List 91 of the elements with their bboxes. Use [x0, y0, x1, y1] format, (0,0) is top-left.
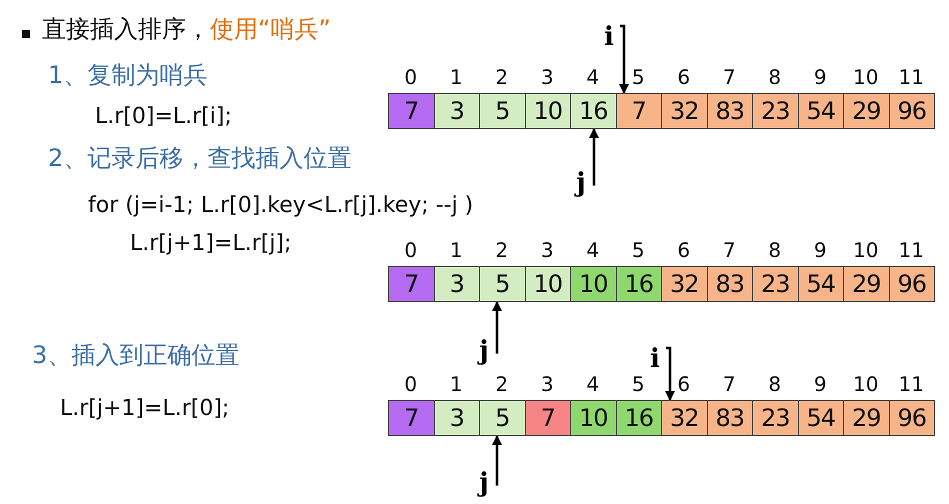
array-cell: 10 [524, 93, 571, 129]
array-cell: 96 [888, 93, 935, 129]
code-text: L.r[j+1]=L.r[0]; [60, 396, 230, 422]
index-number: 8 [767, 239, 782, 262]
index-number: 0 [403, 66, 418, 89]
index-number: 5 [630, 239, 646, 262]
index-number: 11 [898, 239, 925, 262]
step-heading: 1、复制为哨兵 [48, 62, 208, 90]
index-number: 10 [852, 239, 880, 262]
array-cell: 7 [388, 400, 434, 436]
array-cell: 5 [479, 93, 526, 129]
index-number: 3 [540, 66, 555, 89]
pointer-label: j [471, 468, 497, 500]
array-cell: 54 [798, 266, 844, 302]
arrow [665, 346, 675, 401]
index-number: 9 [812, 239, 828, 262]
arrow [589, 128, 599, 186]
array-cell: 29 [843, 400, 890, 436]
step-heading: 3、插入到正确位置 [32, 342, 240, 370]
index-number: 5 [630, 373, 646, 396]
index-number: 3 [540, 373, 555, 396]
array-cell: 3 [434, 266, 480, 302]
arrow [619, 24, 629, 94]
arrow [492, 435, 502, 486]
array-cell: 23 [752, 400, 798, 436]
index-number: 1 [448, 239, 464, 262]
index-number: 0 [403, 373, 418, 396]
array-cell: 5 [479, 400, 526, 436]
index-number: 4 [585, 239, 600, 262]
array-cell: 23 [752, 93, 798, 129]
array-cell: 10 [524, 266, 571, 302]
index-number: 7 [722, 373, 737, 396]
index-number: 2 [494, 66, 510, 89]
index-number: 7 [722, 239, 737, 262]
array-cell: 10 [570, 400, 616, 436]
array-cell: 3 [434, 93, 480, 129]
array-cell: 5 [479, 266, 526, 302]
array-cell: 96 [888, 400, 935, 436]
step-heading: 2、记录后移，查找插入位置 [48, 145, 352, 173]
array-cell: 32 [661, 266, 708, 302]
array-cell: 7 [616, 93, 662, 129]
index-number: 6 [676, 239, 692, 262]
index-number: 0 [403, 239, 418, 262]
pointer-label: j [568, 168, 594, 200]
array-cell: 29 [843, 93, 890, 129]
code-text: for (j=i-1; L.r[0].key<L.r[j].key; --j ) [88, 193, 474, 218]
pointer-label: i [598, 22, 620, 52]
title-highlight: 使用“哨兵” [210, 16, 331, 44]
array-cell: 23 [752, 266, 798, 302]
index-number: 1 [448, 373, 464, 396]
array-cell: 7 [388, 93, 434, 129]
index-number: 10 [852, 66, 880, 89]
index-number: 6 [676, 66, 692, 89]
index-number: 4 [585, 373, 600, 396]
index-number: 2 [494, 239, 510, 262]
code-text: L.r[0]=L.r[i]; [95, 104, 232, 130]
index-number: 9 [812, 373, 828, 396]
index-number: 7 [722, 66, 737, 89]
array-cell: 10 [570, 266, 616, 302]
index-number: 9 [812, 66, 828, 89]
index-number: 8 [767, 373, 782, 396]
index-number: 10 [852, 373, 880, 396]
array-cell: 83 [706, 400, 753, 436]
index-number: 6 [676, 373, 692, 396]
index-number: 8 [767, 66, 782, 89]
index-number: 2 [494, 373, 510, 396]
index-number: 4 [585, 66, 600, 89]
array-cell: 54 [798, 400, 844, 436]
title-text: 直接插入排序， [42, 16, 210, 44]
arrow [492, 301, 502, 354]
array-cell: 54 [798, 93, 844, 129]
array-cell: 83 [706, 266, 753, 302]
array-cell: 16 [616, 400, 662, 436]
pointer-label: j [471, 336, 497, 368]
array-cell: 83 [706, 93, 753, 129]
array-cell: 16 [616, 266, 662, 302]
array-cell: 29 [843, 266, 890, 302]
array-cell: 7 [388, 266, 434, 302]
array-cell: 16 [570, 93, 616, 129]
array-cell: 96 [888, 266, 935, 302]
index-number: 3 [540, 239, 555, 262]
index-number: 5 [630, 66, 646, 89]
array-cell: 3 [434, 400, 480, 436]
array-cell: 7 [524, 400, 571, 436]
array-cell: 32 [661, 400, 708, 436]
pointer-label: i [644, 344, 666, 372]
index-number: 11 [898, 66, 925, 89]
index-number: 11 [898, 373, 925, 396]
code-text: L.r[j+1]=L.r[j]; [130, 231, 292, 256]
index-number: 1 [448, 66, 464, 89]
array-cell: 32 [661, 93, 708, 129]
